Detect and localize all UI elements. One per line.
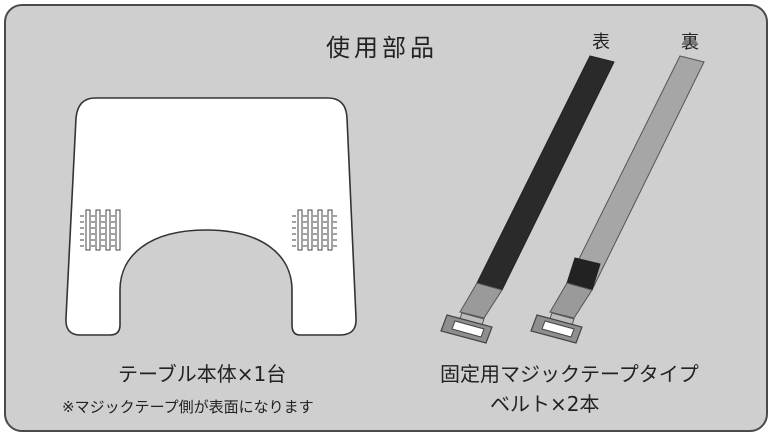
belt-caption-line1: 固定用マジックテープタイプ [440,362,699,386]
belt-back-label: 裏 [681,32,699,53]
belt-front-label: 表 [592,32,610,53]
table-caption: テーブル本体×1台 [118,362,287,386]
belt-front [440,55,615,344]
left-velcro-hooks [80,215,115,247]
belt-back [530,55,705,344]
belt-caption-line2: ベルト×2本 [490,392,600,416]
table-board [65,97,357,336]
left-velcro-strips [85,209,121,251]
section-title: 使用部品 [326,34,438,62]
table-note: ※マジックテープ側が表面になります [62,398,314,416]
right-velcro-hooks [292,215,337,247]
right-velcro-strips [297,209,333,251]
